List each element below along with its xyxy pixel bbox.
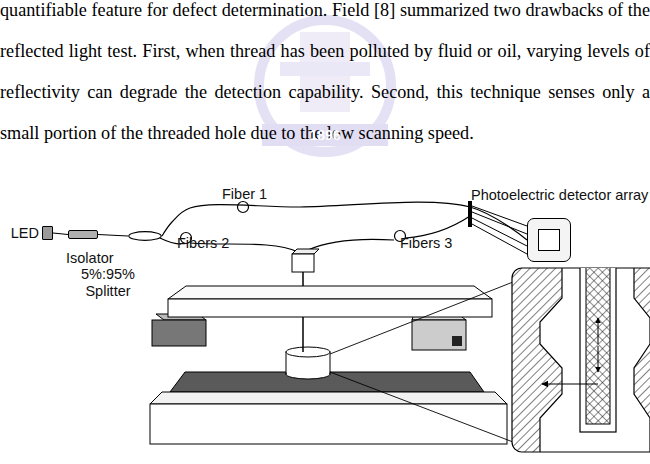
probe-rod [302,317,304,352]
thread-wall [634,268,650,452]
gantry-front [168,299,492,317]
fiber-bundle [468,201,472,227]
detector-array: Photoelectric detector array [527,218,571,262]
optical-fiber [162,202,527,240]
probe-rod [302,272,304,286]
workpiece-fill [287,360,329,373]
led-source: LED [42,226,53,240]
rail-block [152,320,206,346]
component-label: Isolator [66,250,136,267]
watermark-bar [280,62,370,76]
light-arrow [598,318,599,344]
probe-holder-top [292,249,319,254]
component-label: LED [7,225,39,242]
leader-line [330,372,513,442]
fiber-line [308,239,394,250]
rail-block [412,320,466,350]
watermark-year: 1896 [300,127,350,144]
fiber-line [472,224,527,254]
optical-fiber [98,235,128,237]
coupler-shape [129,232,161,241]
thread-wall [512,268,562,452]
light-arrow [598,346,599,372]
component-label: Photoelectric detector array [471,187,650,204]
fiber-splitter: 5%:95% Splitter [128,231,162,241]
fiber-label: Fibers 2 [177,235,247,252]
rail-knob [452,336,462,346]
coupler-outline [128,231,162,241]
fiber-loop [238,202,249,213]
workpiece-top [286,347,330,357]
probe-holder [292,254,314,272]
optical-fiber [53,233,68,235]
fiber-label: Fibers 3 [400,235,470,252]
probe-tip [580,268,616,432]
fiber-line [405,216,470,238]
component-label: 5%:95% Splitter [78,266,138,300]
light-arrow [542,383,598,384]
leader-line [330,282,513,354]
detector-window [538,229,560,251]
fiber-line [472,218,527,246]
isolator: Isolator [68,230,98,239]
fiber-label: Fiber 1 [222,186,267,203]
probe-fibers [586,268,610,424]
gantry-top [168,286,492,299]
fiber-line [472,212,527,234]
base-top [150,392,507,404]
base-front [150,404,507,444]
